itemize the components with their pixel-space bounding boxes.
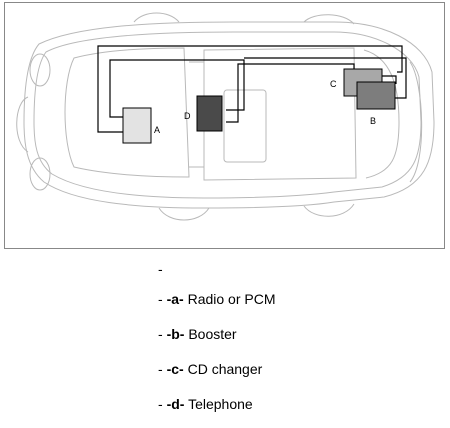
legend-lead: - bbox=[158, 261, 163, 277]
legend-letter: -b- bbox=[166, 326, 185, 342]
legend-prefix: - bbox=[158, 396, 167, 412]
legend-letter: -a- bbox=[166, 291, 184, 307]
legend-prefix: - bbox=[158, 361, 167, 377]
legend: - - -a- Radio or PCM - -b- Booster - -c-… bbox=[158, 258, 448, 428]
wire-booster bbox=[244, 57, 407, 99]
car-diagram-frame: A B C D bbox=[4, 2, 445, 249]
legend-prefix: - bbox=[158, 326, 167, 342]
radio-unit bbox=[122, 107, 152, 144]
wire-cd-to-booster bbox=[382, 75, 397, 84]
legend-text: CD changer bbox=[183, 361, 263, 377]
wiring-harness bbox=[97, 45, 407, 133]
car-outline bbox=[16, 12, 435, 221]
legend-item-cd-changer: - -c- CD changer bbox=[158, 358, 448, 393]
telephone-unit bbox=[196, 95, 223, 132]
label-a: A bbox=[154, 125, 160, 135]
wire-radio-to-rear bbox=[97, 45, 403, 133]
car-wiring-diagram: A B C D bbox=[4, 2, 445, 249]
label-b: B bbox=[370, 116, 376, 126]
label-c: C bbox=[330, 79, 337, 89]
wire-radio-to-telephone bbox=[109, 59, 245, 118]
label-d: D bbox=[184, 111, 191, 121]
legend-text: Telephone bbox=[184, 396, 253, 412]
legend-prefix: - bbox=[158, 291, 167, 307]
legend-text: Booster bbox=[184, 326, 237, 342]
legend-item-booster: - -b- Booster bbox=[158, 323, 448, 358]
wire-telephone-to-cd bbox=[226, 63, 355, 123]
legend-letter: -d- bbox=[166, 396, 185, 412]
legend-item-radio: - -a- Radio or PCM bbox=[158, 288, 448, 323]
legend-text: Radio or PCM bbox=[183, 291, 276, 307]
booster-unit bbox=[356, 81, 396, 110]
legend-item-telephone: - -d- Telephone bbox=[158, 393, 448, 428]
legend-letter: -c- bbox=[166, 361, 184, 377]
